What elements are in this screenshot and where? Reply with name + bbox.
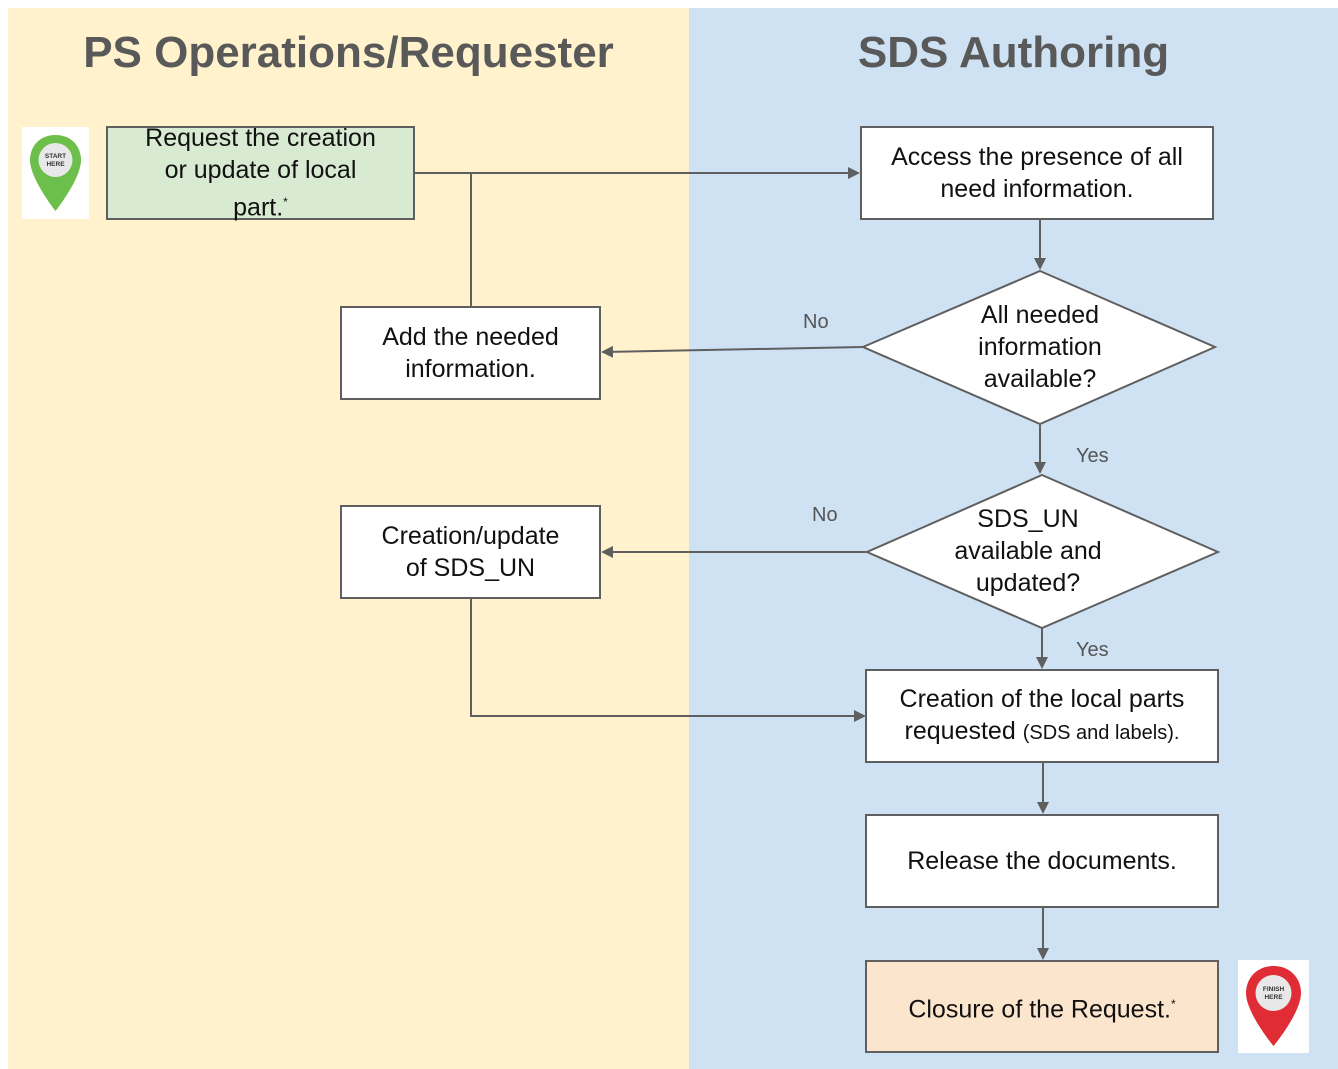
node-create-parts-line-2: requested	[904, 717, 1016, 745]
decision-info-line-2: information	[978, 333, 1102, 361]
node-access-line-1: Access the presence of all	[891, 143, 1183, 171]
closure-star-marker: *	[1170, 996, 1176, 1011]
node-add-info-line-2: information.	[405, 355, 536, 383]
finish-icon-text-1: FINISH	[1263, 986, 1285, 993]
swimlane-sds-authoring-title: SDS Authoring	[857, 28, 1170, 77]
node-closure-request: Closure of the Request.*	[865, 960, 1219, 1053]
node-request-creation: Request the creation or update of local …	[106, 124, 415, 222]
node-request-line-2: or update of local	[164, 156, 357, 185]
swimlane-requester-title: PS Operations/Requester	[83, 28, 614, 77]
finish-icon-text-2: HERE	[1264, 994, 1283, 1001]
decision-sds-line-1: SDS_UN	[977, 505, 1079, 533]
decision-info-text: All needed information available?	[940, 299, 1140, 395]
decision-info-diamond	[860, 269, 1218, 426]
node-add-info-line-1: Add the needed	[382, 323, 559, 351]
decision-info-line-3: available?	[983, 365, 1097, 393]
node-create-parts-line-2-note: (SDS and labels).	[1022, 722, 1180, 744]
request-star-marker: *	[283, 195, 288, 210]
node-release-documents: Release the documents.	[865, 814, 1219, 908]
node-creation-local-parts: Creation of the local parts requested (S…	[865, 669, 1219, 763]
node-create-update-sds-un: Creation/update of SDS_UN	[340, 505, 601, 599]
start-here-icon: START HERE	[22, 127, 89, 219]
finish-here-icon: FINISH HERE	[1238, 960, 1309, 1053]
edge-label-yes-2: Yes	[1076, 639, 1109, 661]
connector-decision-info-no	[601, 345, 864, 358]
edge-label-no-2: No	[812, 504, 838, 526]
node-create-parts-line-1: Creation of the local parts	[899, 685, 1185, 713]
start-icon-text-1: START	[45, 153, 66, 160]
decision-sds-text: SDS_UN available and updated?	[928, 503, 1128, 599]
node-closure-text: Closure of the Request.	[908, 995, 1171, 1024]
edge-label-yes-1: Yes	[1076, 445, 1109, 467]
edge-label-no-1: No	[803, 311, 829, 333]
node-create-sds-line-2: of SDS_UN	[405, 554, 536, 582]
decision-sds-line-2: available and	[954, 537, 1102, 565]
node-access-line-2: need information.	[940, 175, 1134, 203]
node-access-information: Access the presence of all need informat…	[860, 126, 1214, 220]
node-request-line-1: Request the creation	[145, 124, 376, 153]
start-icon-text-2: HERE	[46, 161, 65, 168]
connector-create-sds-to-create-parts	[470, 599, 866, 722]
node-request-line-3: part.	[233, 193, 284, 222]
decision-info-line-1: All needed	[980, 301, 1100, 329]
node-create-sds-line-1: Creation/update	[381, 522, 560, 550]
node-release-text: Release the documents.	[907, 847, 1177, 875]
decision-sds-diamond	[864, 473, 1221, 630]
node-add-needed-information: Add the needed information.	[340, 306, 601, 400]
decision-sds-line-3: updated?	[975, 569, 1081, 597]
